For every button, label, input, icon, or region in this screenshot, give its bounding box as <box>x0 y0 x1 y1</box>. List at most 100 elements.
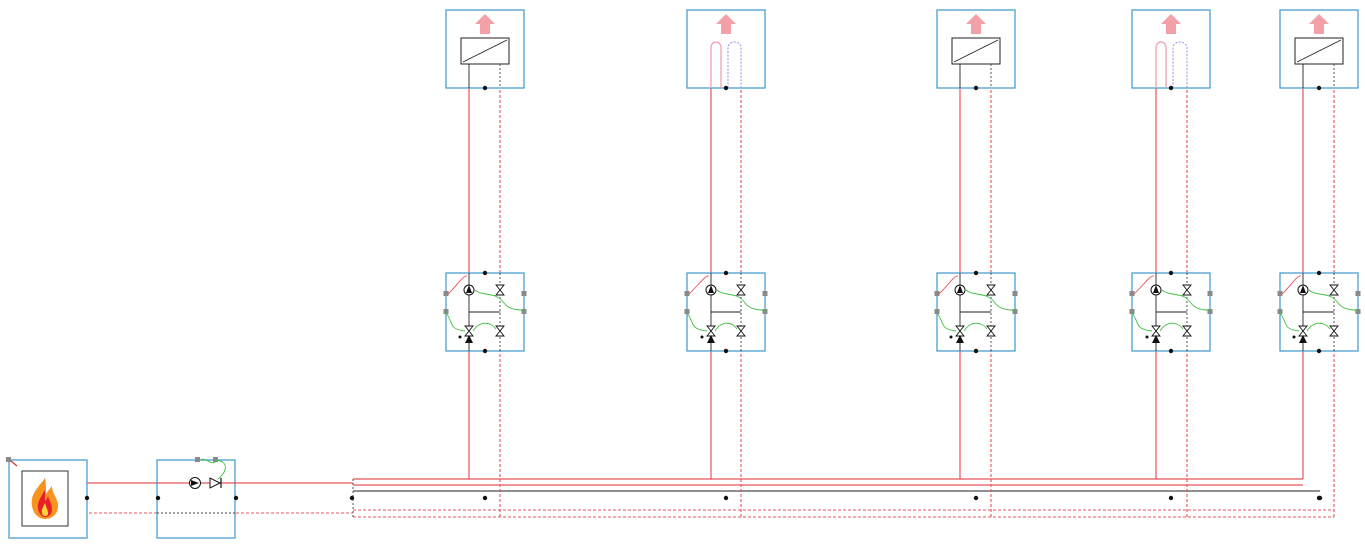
flame-core <box>41 503 48 516</box>
check-valve-icon[interactable] <box>209 477 222 489</box>
radiator-unit[interactable] <box>445 9 525 91</box>
connection-node <box>1316 348 1322 354</box>
boiler-unit[interactable] <box>6 457 90 539</box>
connection-node <box>973 85 979 91</box>
signal-port <box>213 457 218 462</box>
mixing-valve-group-icon[interactable] <box>443 270 527 354</box>
pump-arrow <box>957 285 963 293</box>
mixing-valve-group-icon[interactable] <box>1277 270 1361 354</box>
floor-loop-unit[interactable] <box>1131 9 1211 91</box>
sensor-wire <box>447 275 468 295</box>
sensor-wire <box>1281 275 1302 295</box>
control-wire <box>1159 322 1184 332</box>
valve-icon[interactable] <box>495 284 505 296</box>
control-wire <box>716 289 766 312</box>
pump-group-unit[interactable] <box>155 457 239 539</box>
signal-port <box>1012 291 1018 296</box>
valve-icon[interactable] <box>706 325 716 337</box>
heat-output-arrow-icon <box>966 14 986 34</box>
valve-icon[interactable] <box>1182 325 1192 337</box>
signal-port <box>934 309 940 314</box>
connection-node <box>1316 85 1322 91</box>
valve-body <box>986 284 996 296</box>
valve-icon[interactable] <box>736 325 746 337</box>
pump-arrow <box>708 285 714 293</box>
connection-node <box>1168 85 1174 91</box>
signal-port <box>762 291 768 296</box>
control-wire <box>472 322 497 332</box>
pump-icon[interactable] <box>447 275 475 296</box>
loop-hot <box>1155 41 1167 88</box>
pump-icon[interactable] <box>189 477 201 489</box>
control-wire <box>445 312 466 332</box>
pump-icon[interactable] <box>938 275 966 296</box>
signal-port <box>1129 309 1135 314</box>
arrow-shape <box>1309 14 1329 34</box>
mixing-valve-actuator-icon <box>707 335 715 343</box>
valve-body <box>495 284 505 296</box>
junction-node <box>349 495 355 501</box>
signal-port <box>521 291 527 296</box>
pump-icon[interactable] <box>688 275 717 296</box>
arrow-shape <box>966 14 986 34</box>
control-wire <box>963 322 988 332</box>
valve-icon[interactable] <box>1182 284 1192 296</box>
valve-body <box>1182 284 1192 296</box>
valve-body <box>736 325 746 337</box>
mixing-valve-group-icon[interactable] <box>1129 270 1213 354</box>
valve-icon[interactable] <box>1298 325 1308 337</box>
pump-icon[interactable] <box>1281 275 1309 296</box>
circuit-2 <box>684 9 768 354</box>
signal-port <box>1207 309 1213 314</box>
control-wire <box>199 458 218 464</box>
control-wire <box>215 459 226 480</box>
sensor-wire <box>1133 275 1155 295</box>
control-wire <box>1131 312 1153 332</box>
radiator-icon <box>460 37 510 88</box>
control-wire <box>686 312 708 332</box>
mixing-valve-actuator-icon <box>1152 335 1160 343</box>
control-wire <box>1161 289 1211 312</box>
signal-port <box>934 291 940 296</box>
signal-port <box>1277 291 1283 296</box>
check-valve-body <box>209 477 222 489</box>
pipe-network <box>69 88 1335 518</box>
valve-icon[interactable] <box>495 325 505 337</box>
radiator-unit[interactable] <box>936 9 1016 91</box>
signal-port <box>443 309 449 314</box>
junction-node <box>1168 495 1174 501</box>
valve-icon[interactable] <box>736 284 746 296</box>
actuator-dot <box>949 335 953 339</box>
actuator-dot <box>700 335 704 339</box>
valve-icon[interactable] <box>1151 325 1161 337</box>
radiator-diagonal <box>1296 39 1342 63</box>
circuit-4 <box>1129 9 1213 354</box>
pump-icon[interactable] <box>1133 275 1162 296</box>
valve-icon[interactable] <box>986 325 996 337</box>
radiator-unit[interactable] <box>1279 9 1359 91</box>
mixing-valve-group-icon[interactable] <box>684 270 768 354</box>
signal-port <box>443 291 449 296</box>
signal-port <box>1207 291 1213 296</box>
valve-icon[interactable] <box>1329 325 1339 337</box>
loop-cold <box>727 41 742 88</box>
floor-loop-unit[interactable] <box>686 9 766 91</box>
sensor-wire <box>688 275 710 295</box>
actuator-dot <box>458 335 462 339</box>
valve-body <box>1329 325 1339 337</box>
mixing-valve-actuator-icon <box>465 335 473 343</box>
connection-node <box>723 348 729 354</box>
pump-arrow <box>466 285 472 293</box>
floor-loop-icon <box>1155 41 1188 88</box>
loop-hot <box>710 41 722 88</box>
control-wire <box>1279 312 1300 332</box>
mixing-valve-group-icon[interactable] <box>934 270 1018 354</box>
circuit-1 <box>443 9 527 354</box>
connection-node <box>1168 348 1174 354</box>
valve-icon[interactable] <box>1329 284 1339 296</box>
signal-port <box>1012 309 1018 314</box>
valve-icon[interactable] <box>986 284 996 296</box>
signal-port <box>1277 309 1283 314</box>
heat-output-arrow-icon <box>1309 14 1329 34</box>
